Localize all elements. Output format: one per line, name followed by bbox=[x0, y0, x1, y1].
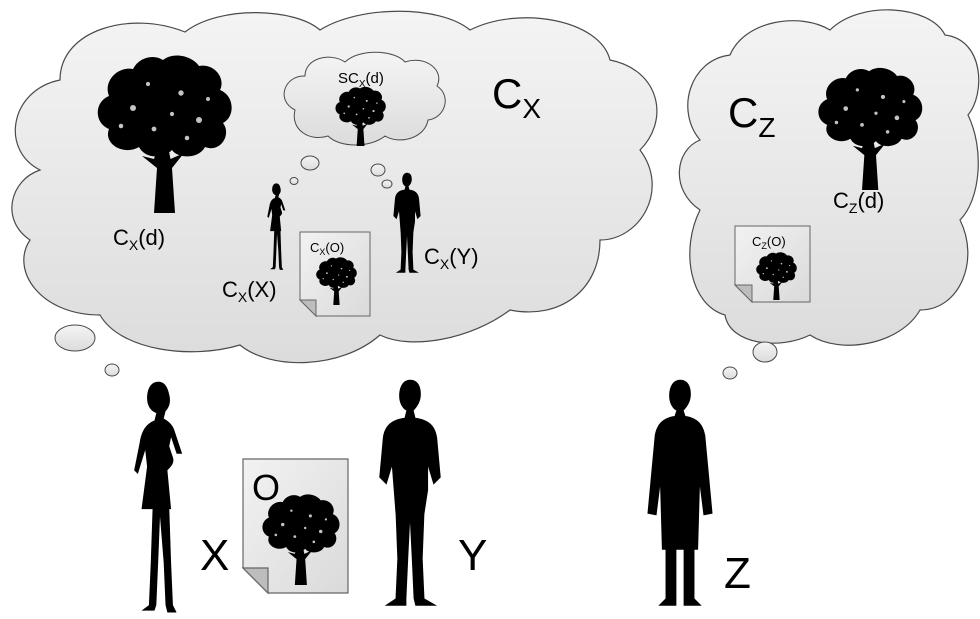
label-cz-d: CZ(d) bbox=[833, 188, 884, 216]
label-cx-d: CX(d) bbox=[113, 225, 165, 253]
label-person-z: Z bbox=[724, 549, 751, 598]
label-sc-d: SCX(d) bbox=[338, 70, 384, 90]
label-cz: CZ bbox=[728, 89, 775, 143]
label-cx-o: CX(O) bbox=[310, 240, 344, 257]
thought-bubble-small bbox=[722, 366, 738, 380]
woman-silhouette-icon bbox=[134, 381, 183, 613]
label-cx: CX bbox=[492, 70, 541, 124]
thought-bubble-large bbox=[752, 341, 778, 363]
thought-cloud-z bbox=[678, 9, 980, 380]
label-person-x: X bbox=[200, 531, 229, 580]
label-person-y: Y bbox=[458, 531, 487, 580]
label-document-o: O bbox=[252, 467, 280, 508]
coat-man-silhouette-icon bbox=[647, 379, 713, 606]
thought-bubble-small bbox=[104, 363, 120, 377]
thought-bubble-tiny bbox=[381, 179, 393, 189]
thought-bubble-tiny bbox=[289, 177, 299, 185]
thought-bubble-large bbox=[54, 324, 96, 352]
thought-bubble-medium bbox=[300, 155, 320, 171]
thought-bubble-medium bbox=[370, 163, 386, 177]
label-cx-y: CX(Y) bbox=[424, 244, 479, 272]
label-cz-o: CZ(O) bbox=[752, 234, 786, 251]
thought-cloud-icon bbox=[678, 9, 980, 346]
label-cx-x: CX(X) bbox=[222, 277, 277, 305]
man-silhouette-icon bbox=[379, 379, 441, 606]
